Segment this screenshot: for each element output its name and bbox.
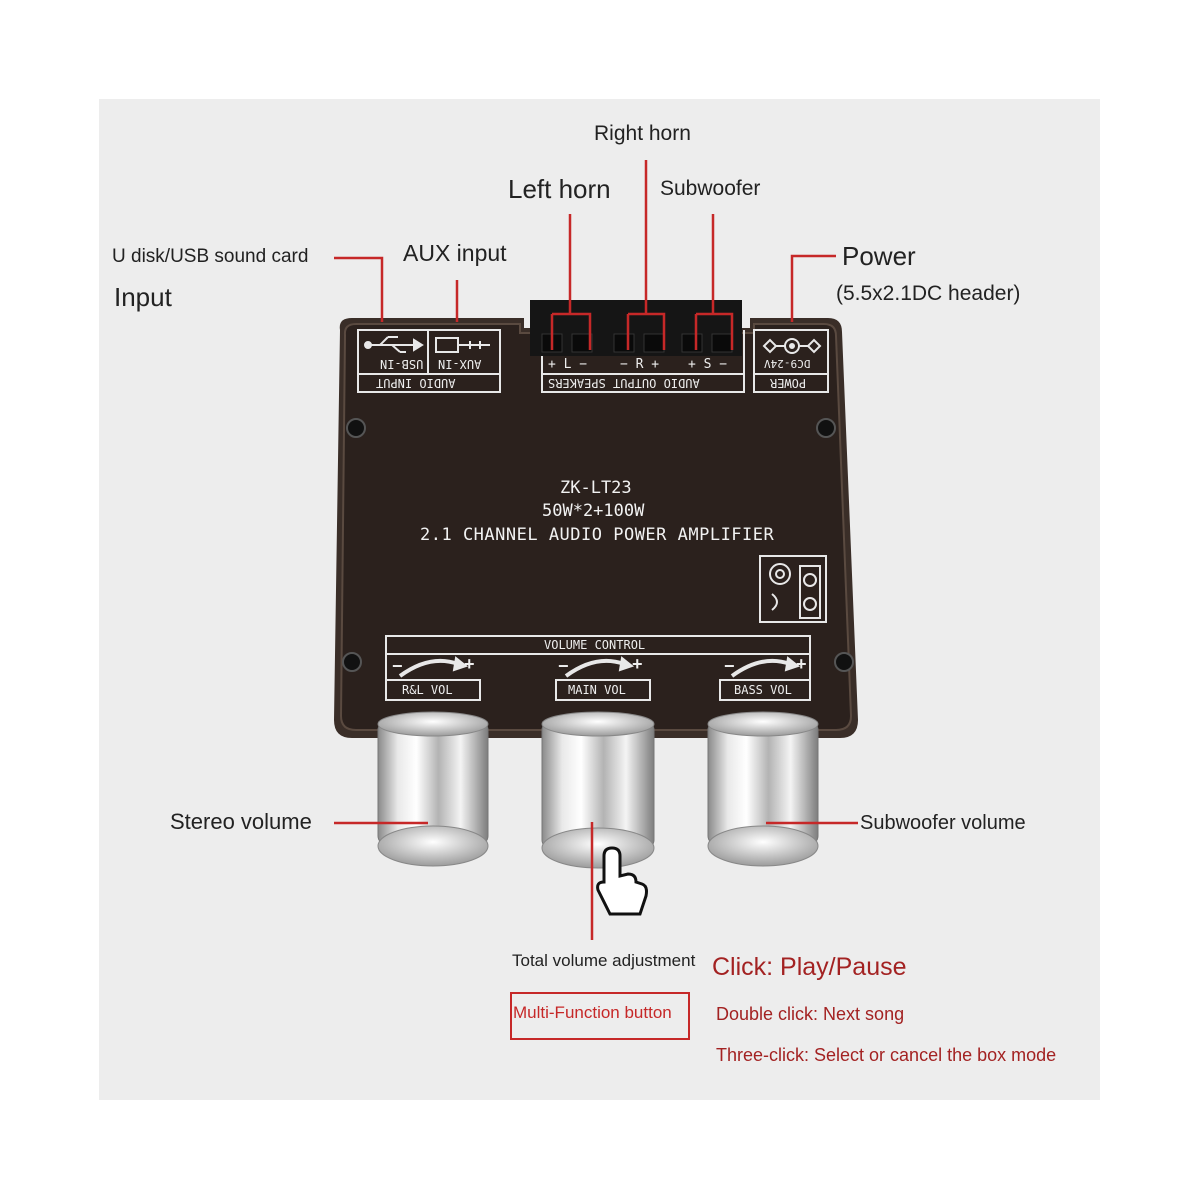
power-voltage-label: DC9-24V [764, 357, 811, 370]
knob-rl-vol[interactable] [377, 711, 489, 867]
click-action-text: Click: Play/Pause [712, 953, 907, 981]
audio-input-label: AUDIO INPUT [376, 376, 456, 390]
bass-minus-sign: − [724, 656, 735, 676]
volume-control-panel [385, 635, 811, 701]
right-horn-callout: Right horn [594, 122, 691, 145]
aux-port-label: AUX-IN [438, 357, 482, 371]
dc-polarity-icon [762, 338, 822, 354]
usb-input-callout: U disk/USB sound card [112, 246, 309, 267]
multi-function-button-frame [510, 992, 690, 1040]
main-plus-sign: + [632, 654, 643, 674]
left-horn-callout: Left horn [508, 174, 611, 204]
power-callout: Power [842, 241, 916, 271]
speakers-output-label: AUDIO OUTPUT SPEAKERS [548, 376, 700, 390]
left-terminal-label: + L − [548, 357, 588, 372]
right-terminal-label: − R + [620, 357, 660, 372]
speaker-graphic-icon [759, 555, 827, 623]
power-rating: 50W*2+100W [542, 501, 645, 521]
amplifier-case [334, 318, 858, 738]
product-description: 2.1 CHANNEL AUDIO POWER AMPLIFIER [420, 525, 775, 545]
sub-terminal-label: + S − [688, 357, 728, 372]
stereo-volume-callout: Stereo volume [170, 809, 312, 834]
power-panel [753, 329, 829, 393]
screw-icon [342, 418, 854, 672]
usb-port-label: USB-IN [380, 357, 424, 371]
total-volume-callout: Total volume adjustment [512, 951, 696, 970]
rl-minus-sign: − [392, 656, 403, 676]
bass-vol-label: BASS VOL [734, 683, 792, 697]
triple-click-action-text: Three-click: Select or cancel the box mo… [716, 1045, 1057, 1065]
volume-arrow-icon [398, 656, 801, 678]
multi-function-button-label: Multi-Function button [513, 1003, 672, 1022]
callout-lines [334, 160, 858, 940]
rl-plus-sign: + [464, 654, 475, 674]
double-click-action-text: Double click: Next song [716, 1004, 905, 1024]
hand-pointer-icon [596, 846, 648, 916]
main-vol-label: MAIN VOL [568, 683, 626, 697]
model-name: ZK-LT23 [560, 478, 632, 498]
speaker-output-panel [541, 330, 745, 393]
aux-jack-icon [435, 337, 490, 353]
bass-plus-sign: + [796, 654, 807, 674]
audio-input-panel [357, 329, 501, 393]
usb-port-icon [364, 336, 424, 353]
subwoofer-volume-callout: Subwoofer volume [860, 812, 1026, 834]
usb-input-callout-line2: Input [114, 282, 172, 312]
volume-control-label: VOLUME CONTROL [544, 638, 646, 652]
power-callout-detail: (5.5x2.1DC header) [836, 282, 1021, 305]
power-port-label: POWER [770, 376, 807, 390]
knob-bass-vol[interactable] [707, 711, 819, 867]
subwoofer-callout: Subwoofer [660, 177, 761, 200]
aux-input-callout: AUX input [403, 240, 507, 266]
knob-main-vol[interactable] [541, 711, 655, 869]
speaker-terminal-block [530, 300, 742, 356]
main-minus-sign: − [558, 656, 569, 676]
rl-vol-label: R&L VOL [402, 683, 453, 697]
